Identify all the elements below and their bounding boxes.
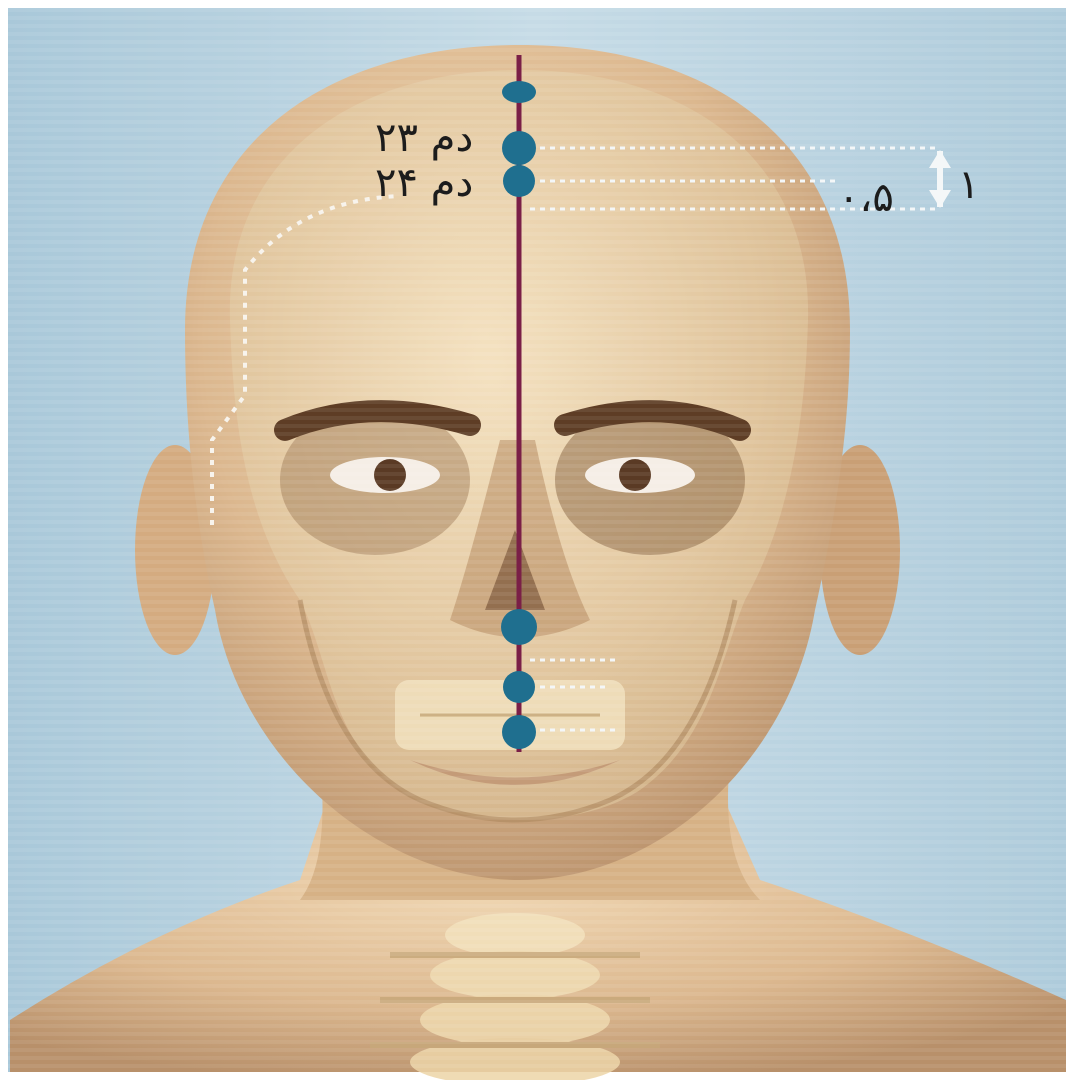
point-du24 [503,165,535,197]
measure-label-half: ۰،۵ [838,178,894,218]
point-philtrum-mid [503,671,535,703]
point-philtrum-upper [501,609,537,645]
point-chin [502,715,536,749]
point-label-du24: دم ۲۴ [375,163,473,203]
point-top [502,81,536,103]
measure-label-one: ۱ [958,165,979,205]
point-du23 [502,131,536,165]
point-label-du23: دم ۲۳ [375,118,473,158]
